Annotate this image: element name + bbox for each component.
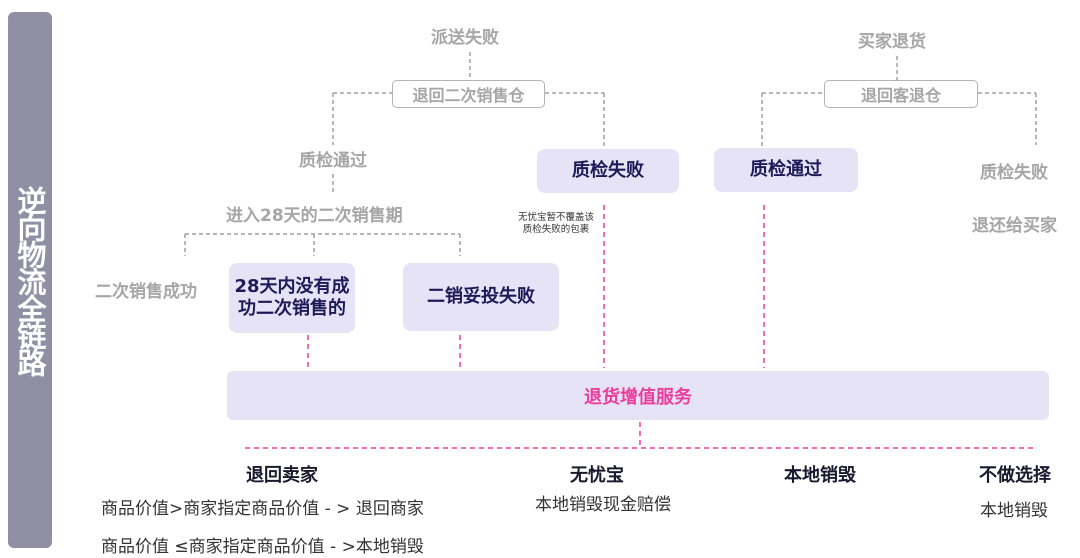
not-sold-line: 28天内没有成 bbox=[234, 275, 350, 297]
qc-fail-note: 无忧宝暂不覆盖该 质检失败的包裹 bbox=[508, 212, 604, 236]
resale-success-label: 二次销售成功 bbox=[95, 282, 197, 302]
return-to-buyer-label: 退还给买家 bbox=[972, 216, 1057, 236]
resale-period-label: 进入28天的二次销售期 bbox=[226, 206, 403, 226]
outcome-wuyoubao-line: 本地销毁现金赔偿 bbox=[535, 495, 671, 515]
side-title: 逆向物流全链路 bbox=[13, 185, 47, 375]
not-sold-line: 功二次销售的 bbox=[238, 298, 346, 319]
return-customer-warehouse-box: 退回客退仓 bbox=[824, 80, 978, 108]
outcome-no-choice-title: 不做选择 bbox=[979, 465, 1051, 486]
outcome-return-seller-title: 退回卖家 bbox=[246, 465, 318, 486]
redelivery-failed-box: 二销妥投失败 bbox=[403, 263, 559, 331]
outcome-local-destroy-title: 本地销毁 bbox=[784, 465, 856, 486]
not-sold-in-28-days-box: 28天内没有成 功二次销售的 bbox=[229, 263, 355, 333]
qc-fail-note-line: 无忧宝暂不覆盖该 bbox=[517, 212, 594, 223]
pink-connectors bbox=[245, 205, 1036, 449]
right-qc-fail-label: 质检失败 bbox=[980, 163, 1048, 183]
right-qc-pass-box: 质检通过 bbox=[714, 148, 858, 192]
grey-connectors bbox=[184, 52, 1037, 256]
outcome-wuyoubao-title: 无忧宝 bbox=[570, 465, 624, 486]
side-title-bar: 逆向物流全链路 bbox=[8, 12, 52, 548]
trigger-delivery-failed: 派送失败 bbox=[431, 28, 499, 48]
outcome-return-seller-line: 商品价值>商家指定商品价值 - > 退回商家 bbox=[101, 499, 424, 519]
outcome-return-seller-line: 商品价值 ≤商家指定商品价值 - >本地销毁 bbox=[101, 537, 424, 557]
outcome-no-choice-line: 本地销毁 bbox=[980, 501, 1048, 521]
value-added-service-label: 退货增值服务 bbox=[584, 386, 692, 408]
qc-fail-note-line: 质检失败的包裹 bbox=[522, 223, 590, 235]
trigger-buyer-return: 买家退货 bbox=[858, 32, 926, 52]
return-resale-warehouse-box: 退回二次销售仓 bbox=[392, 80, 545, 108]
left-qc-fail-box: 质检失败 bbox=[537, 149, 679, 193]
left-qc-pass-label: 质检通过 bbox=[299, 151, 367, 171]
value-added-service-band: 退货增值服务 bbox=[227, 371, 1049, 420]
